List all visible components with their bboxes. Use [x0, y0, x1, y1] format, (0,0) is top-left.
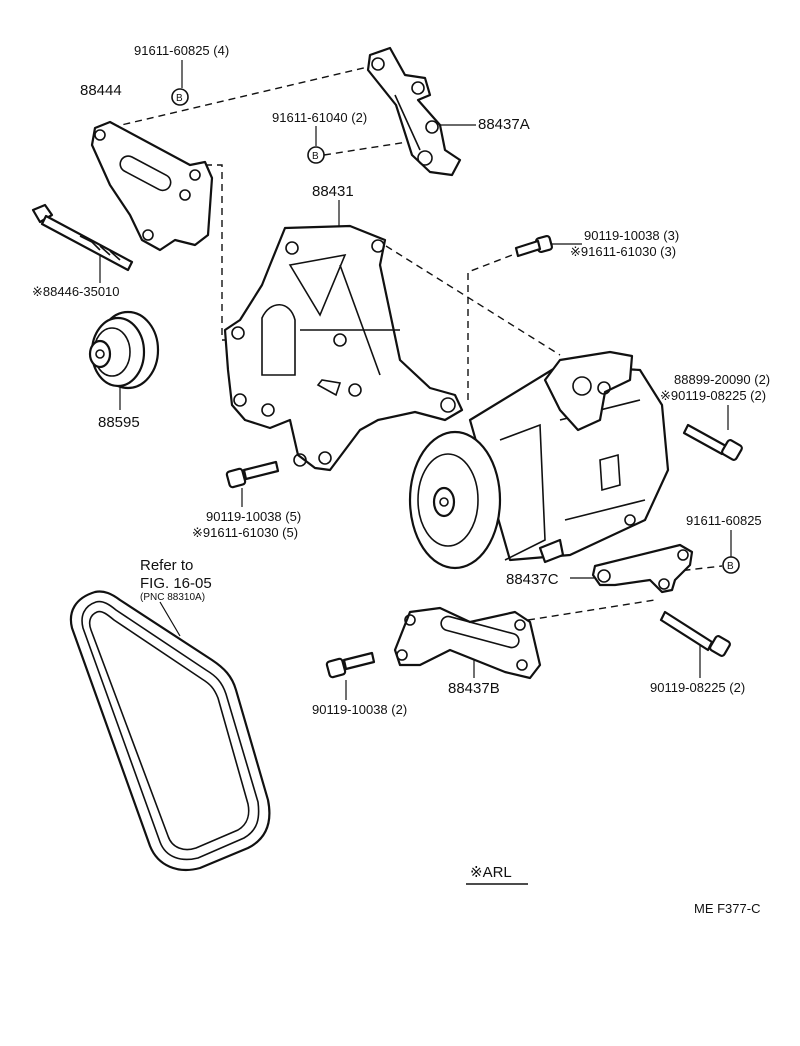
- label-bolt-bottom-right: 90119-08225 (2): [650, 680, 745, 695]
- callout-b-mid: B: [307, 146, 325, 164]
- label-bolt-lower-1: 90119-10038 (5): [206, 509, 301, 524]
- label-long-bolt: ※88446-35010: [32, 284, 120, 299]
- long-bolt-88446: [31, 203, 134, 272]
- label-88444: 88444: [80, 82, 122, 99]
- pulley-88595: [88, 310, 160, 390]
- bracket-88437a: [366, 46, 462, 177]
- bracket-88437c: [591, 543, 694, 594]
- label-bolt-brk-c: 91611-60825: [686, 513, 762, 528]
- label-bolt-comp-2: ※90119-08225 (2): [660, 388, 766, 403]
- ac-compressor: [408, 350, 670, 570]
- bolt-right-upper: [514, 235, 553, 258]
- bracket-88444: [90, 120, 214, 252]
- label-refer-3: (PNC 88310A): [140, 592, 205, 603]
- label-bolt-comp-1: 88899-20090 (2): [674, 372, 770, 387]
- callout-b-text: B: [312, 151, 319, 162]
- legend-arl: ※ARL: [470, 864, 512, 881]
- label-refer-1: Refer to: [140, 557, 193, 574]
- label-bolt-mid: 91611-61040 (2): [272, 110, 367, 125]
- label-bolt-right-1: 90119-10038 (3): [584, 228, 679, 243]
- label-88437c: 88437C: [506, 571, 559, 588]
- bolt-lower-left: [225, 460, 280, 489]
- callout-b-top: B: [171, 88, 189, 106]
- label-bolt-right-2: ※91611-61030 (3): [570, 244, 676, 259]
- label-bolt-lower-2: ※91611-61030 (5): [192, 525, 298, 540]
- bolt-compressor: [682, 423, 743, 461]
- bolt-bottom-right: [659, 610, 731, 657]
- v-belt: [69, 590, 271, 872]
- figure-code: ME F377-C: [694, 901, 760, 916]
- callout-b-right: B: [722, 556, 740, 574]
- bracket-88437b: [393, 606, 542, 680]
- label-88431: 88431: [312, 183, 354, 200]
- label-refer-2: FIG. 16-05: [140, 575, 212, 592]
- callout-b-text: B: [727, 561, 734, 572]
- label-bolt-bottom-left: 90119-10038 (2): [312, 702, 407, 717]
- bolt-bottom-left: [325, 651, 376, 679]
- label-bolt-top: 91611-60825 (4): [134, 43, 229, 58]
- label-88437b: 88437B: [448, 680, 500, 697]
- callout-b-text: B: [176, 93, 183, 104]
- label-88595: 88595: [98, 414, 140, 431]
- label-88437a: 88437A: [478, 116, 530, 133]
- bracket-88431: [223, 224, 464, 472]
